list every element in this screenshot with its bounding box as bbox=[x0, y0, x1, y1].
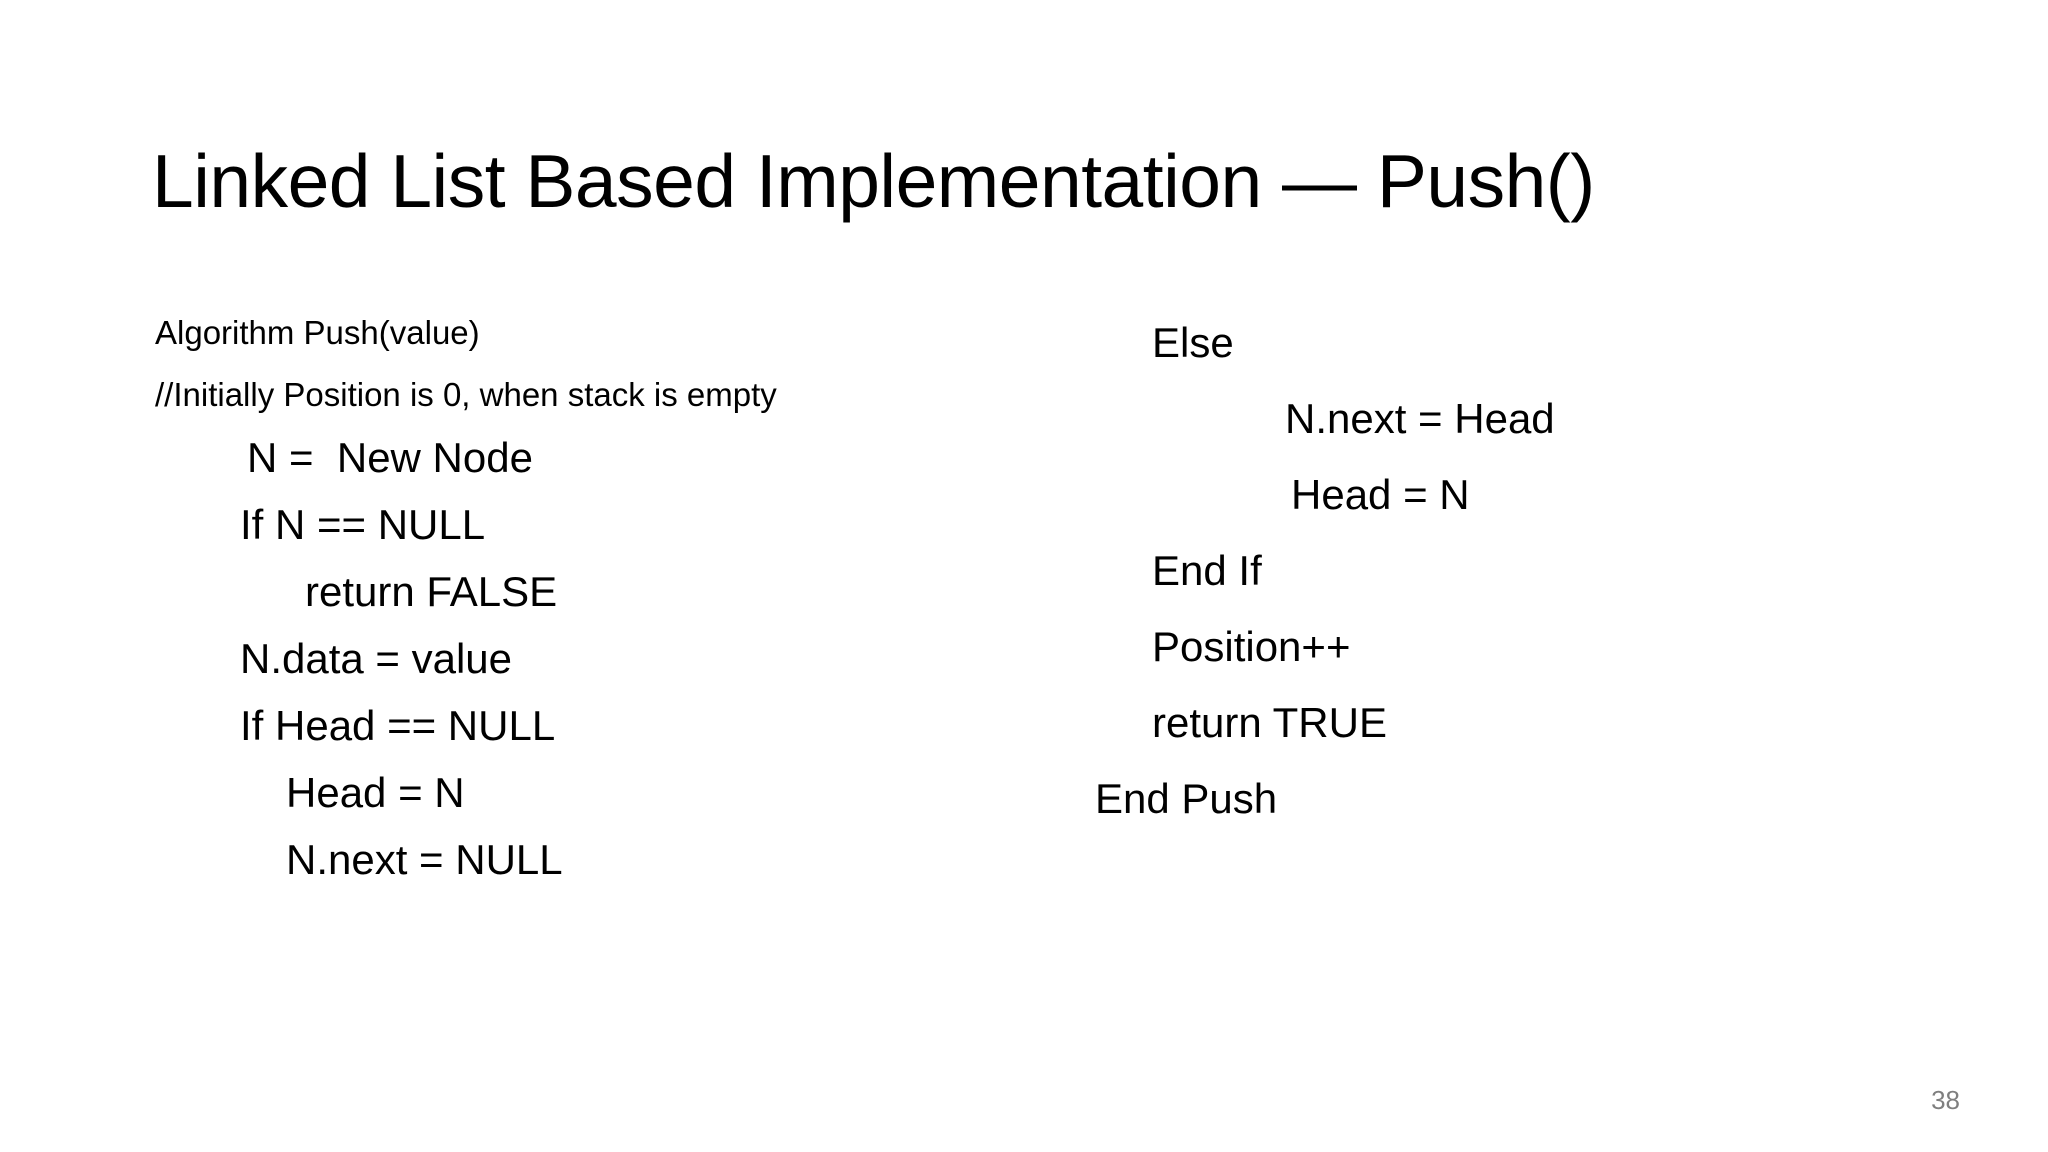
algorithm-left-line-1: Algorithm Push(value) bbox=[155, 314, 480, 351]
page-title: Linked List Based Implementation — Push(… bbox=[152, 139, 1595, 224]
algorithm-left-line-7: If Head == NULL bbox=[240, 702, 556, 749]
algorithm-left-line-2: //Initially Position is 0, when stack is… bbox=[155, 376, 777, 413]
algorithm-left-line-6: N.data = value bbox=[240, 635, 513, 682]
algorithm-left-line-8: Head = N bbox=[286, 769, 465, 816]
page-number: 38 bbox=[1931, 1085, 1960, 1115]
algorithm-left-line-5: return FALSE bbox=[305, 568, 558, 615]
algorithm-left-line-9: N.next = NULL bbox=[286, 836, 563, 883]
algorithm-left-column: Algorithm Push(value) //Initially Positio… bbox=[0, 300, 1024, 893]
algorithm-left-line-3: N = New Node bbox=[247, 434, 533, 481]
algorithm-left-line-4: If N == NULL bbox=[240, 501, 486, 548]
